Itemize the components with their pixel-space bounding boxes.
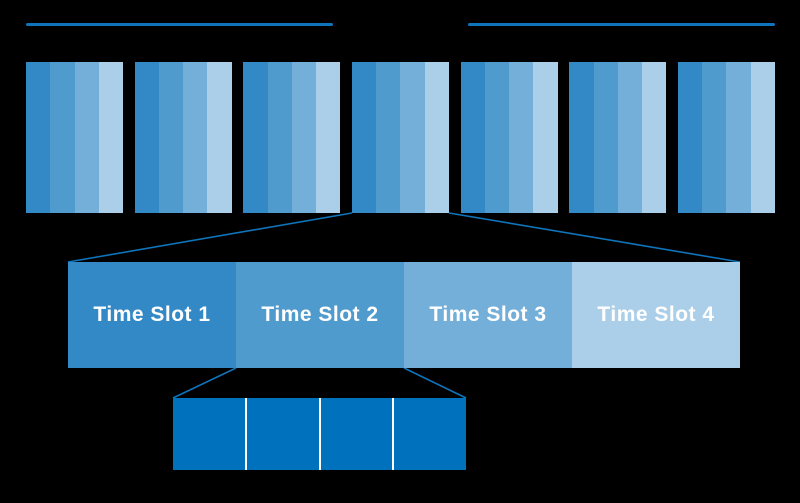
frame-group-overline-left <box>26 23 333 26</box>
frame-block-3 <box>243 62 341 213</box>
time-slot-1-label: Time Slot 1 <box>93 303 211 326</box>
time-slot-4-label: Time Slot 4 <box>597 303 715 326</box>
frame-stripe <box>509 62 534 213</box>
connector-slot2-to-subbar-left <box>172 367 237 399</box>
frame-stripe <box>677 62 703 213</box>
time-slot-bar: Time Slot 1 Time Slot 2 Time Slot 3 Time… <box>68 262 740 368</box>
subcell-1 <box>173 398 245 470</box>
frame-stripe <box>484 62 510 213</box>
frame-stripe <box>569 62 594 213</box>
frame-stripe <box>400 62 425 213</box>
time-slot-3: Time Slot 3 <box>404 262 572 368</box>
frame-stripe <box>158 62 184 213</box>
connector-slot2-to-subbar-right <box>403 367 467 399</box>
frame-stripe <box>134 62 159 213</box>
frame-stripe <box>702 62 727 213</box>
frame-stripe <box>243 62 268 213</box>
frame-stripe <box>98 62 123 213</box>
time-slot-2-label: Time Slot 2 <box>261 303 379 326</box>
frame-stripe <box>460 62 485 213</box>
frame-stripe <box>750 62 775 213</box>
frame-stripe <box>642 62 667 213</box>
frame-stripe <box>26 62 51 213</box>
frame-stripe <box>183 62 208 213</box>
connector-block-to-slotbar-right <box>448 212 741 263</box>
subcell-2 <box>246 398 319 470</box>
frame-block-4 <box>351 62 449 213</box>
frame-block-2 <box>134 62 232 213</box>
frame-block-1 <box>26 62 123 213</box>
time-slot-2: Time Slot 2 <box>236 262 404 368</box>
frame-stripe <box>291 62 317 213</box>
subcell-bar <box>173 398 466 470</box>
time-slot-4: Time Slot 4 <box>572 262 740 368</box>
frame-group-overline-right <box>468 23 775 26</box>
frame-row <box>26 62 775 213</box>
frame-stripe <box>424 62 449 213</box>
frame-stripe <box>207 62 232 213</box>
frame-stripe <box>593 62 618 213</box>
frame-block-5 <box>460 62 558 213</box>
frame-stripe <box>617 62 643 213</box>
frame-stripe <box>533 62 558 213</box>
time-slot-1: Time Slot 1 <box>68 262 236 368</box>
frame-stripe <box>726 62 751 213</box>
time-slot-3-label: Time Slot 3 <box>429 303 547 326</box>
frame-block-7 <box>677 62 775 213</box>
frame-stripe <box>74 62 99 213</box>
subcell-3 <box>320 398 393 470</box>
frame-stripe <box>50 62 75 213</box>
frame-stripe <box>351 62 377 213</box>
connector-block-to-slotbar-left <box>67 212 353 263</box>
frame-stripe <box>316 62 341 213</box>
frame-block-6 <box>569 62 667 213</box>
frame-stripe <box>376 62 401 213</box>
frame-stripe <box>267 62 292 213</box>
subcell-4 <box>394 398 466 470</box>
